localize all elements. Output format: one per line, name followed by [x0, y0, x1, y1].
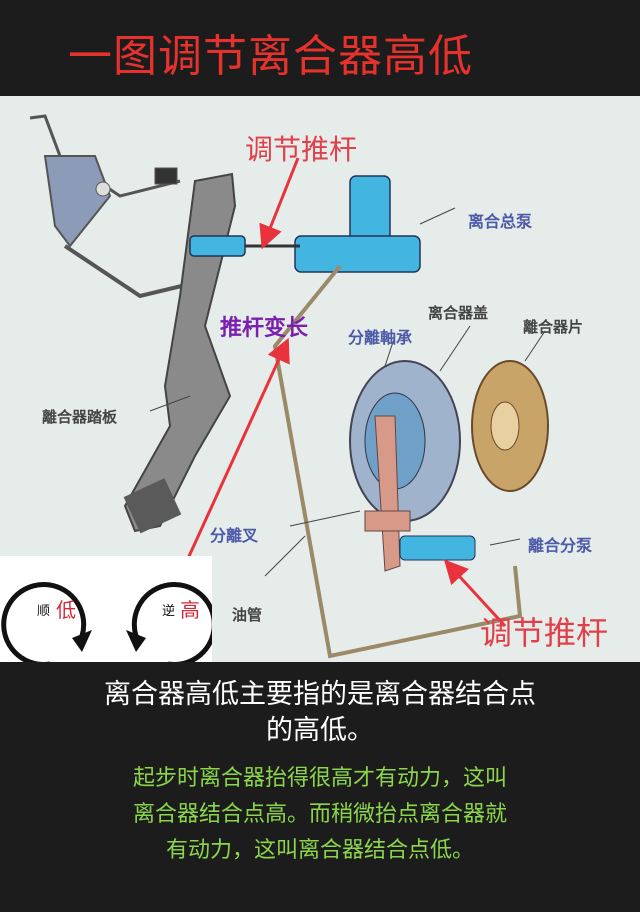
- rotation-legend: 顺 低 逆 高: [0, 556, 212, 668]
- caption-detail-line3: 有动力，这叫离合器结合点低。: [165, 838, 474, 863]
- arrow-to-rod-top: [259, 157, 300, 250]
- counterclockwise-arrow-icon: [131, 582, 212, 667]
- label-clutch-cover: 离合器盖: [428, 304, 489, 322]
- caption-area: 离合器高低主要指的是离合器结合点 的高低。 起步时离合器抬得很高才有动力，这叫 …: [0, 662, 640, 912]
- title-band: 一图调节离合器高低: [0, 0, 640, 96]
- clutch-cover: [349, 360, 461, 522]
- page-title: 一图调节离合器高低: [68, 31, 473, 82]
- label-clutch-disc: 離合器片: [523, 318, 584, 336]
- label-oil-pipe: 油管: [232, 606, 263, 624]
- caption-main-line2: 的高低。: [266, 715, 374, 746]
- arrow-rod-longer: [178, 337, 290, 577]
- counterclockwise-result: 高: [180, 598, 200, 622]
- label-adjust-rod-top: 调节推杆: [245, 133, 358, 166]
- caption-main-line1: 离合器高低主要指的是离合器结合点: [104, 679, 536, 710]
- linkage: [29, 114, 191, 299]
- label-adjust-rod-bottom: 调节推杆: [480, 614, 609, 652]
- clutch-diagram: 调节推杆 推杆变长 离合总泵 离合器盖 分離軸承 離合器片 離合器踏板 分離叉 …: [0, 96, 640, 668]
- arrow-to-rod-bottom: [443, 559, 507, 628]
- label-release-fork: 分離叉: [210, 526, 259, 545]
- clutch-pedal: [123, 172, 237, 533]
- counterclockwise-label: 逆: [162, 604, 176, 619]
- clutch-illustration: [29, 114, 549, 659]
- label-slave-cylinder: 離合分泵: [528, 536, 593, 555]
- master-cylinder: [189, 175, 421, 273]
- oil-pipe: [272, 264, 523, 659]
- label-clutch-pedal: 離合器踏板: [42, 408, 118, 426]
- caption-detail-line2: 离合器结合点高。而稍微抬点离合器就: [132, 802, 507, 827]
- label-master-cylinder: 离合总泵: [468, 212, 533, 231]
- clockwise-label: 顺: [37, 604, 51, 619]
- clockwise-arrow-icon: [1, 582, 87, 667]
- caption-detail-line1: 起步时离合器抬得很高才有动力，这叫: [132, 766, 507, 791]
- clockwise-result: 低: [56, 598, 76, 622]
- label-rod-longer: 推杆变长: [220, 316, 309, 341]
- clutch-disc: [471, 360, 549, 492]
- label-release-bearing: 分離軸承: [348, 328, 413, 347]
- slave-cylinder: [399, 535, 476, 561]
